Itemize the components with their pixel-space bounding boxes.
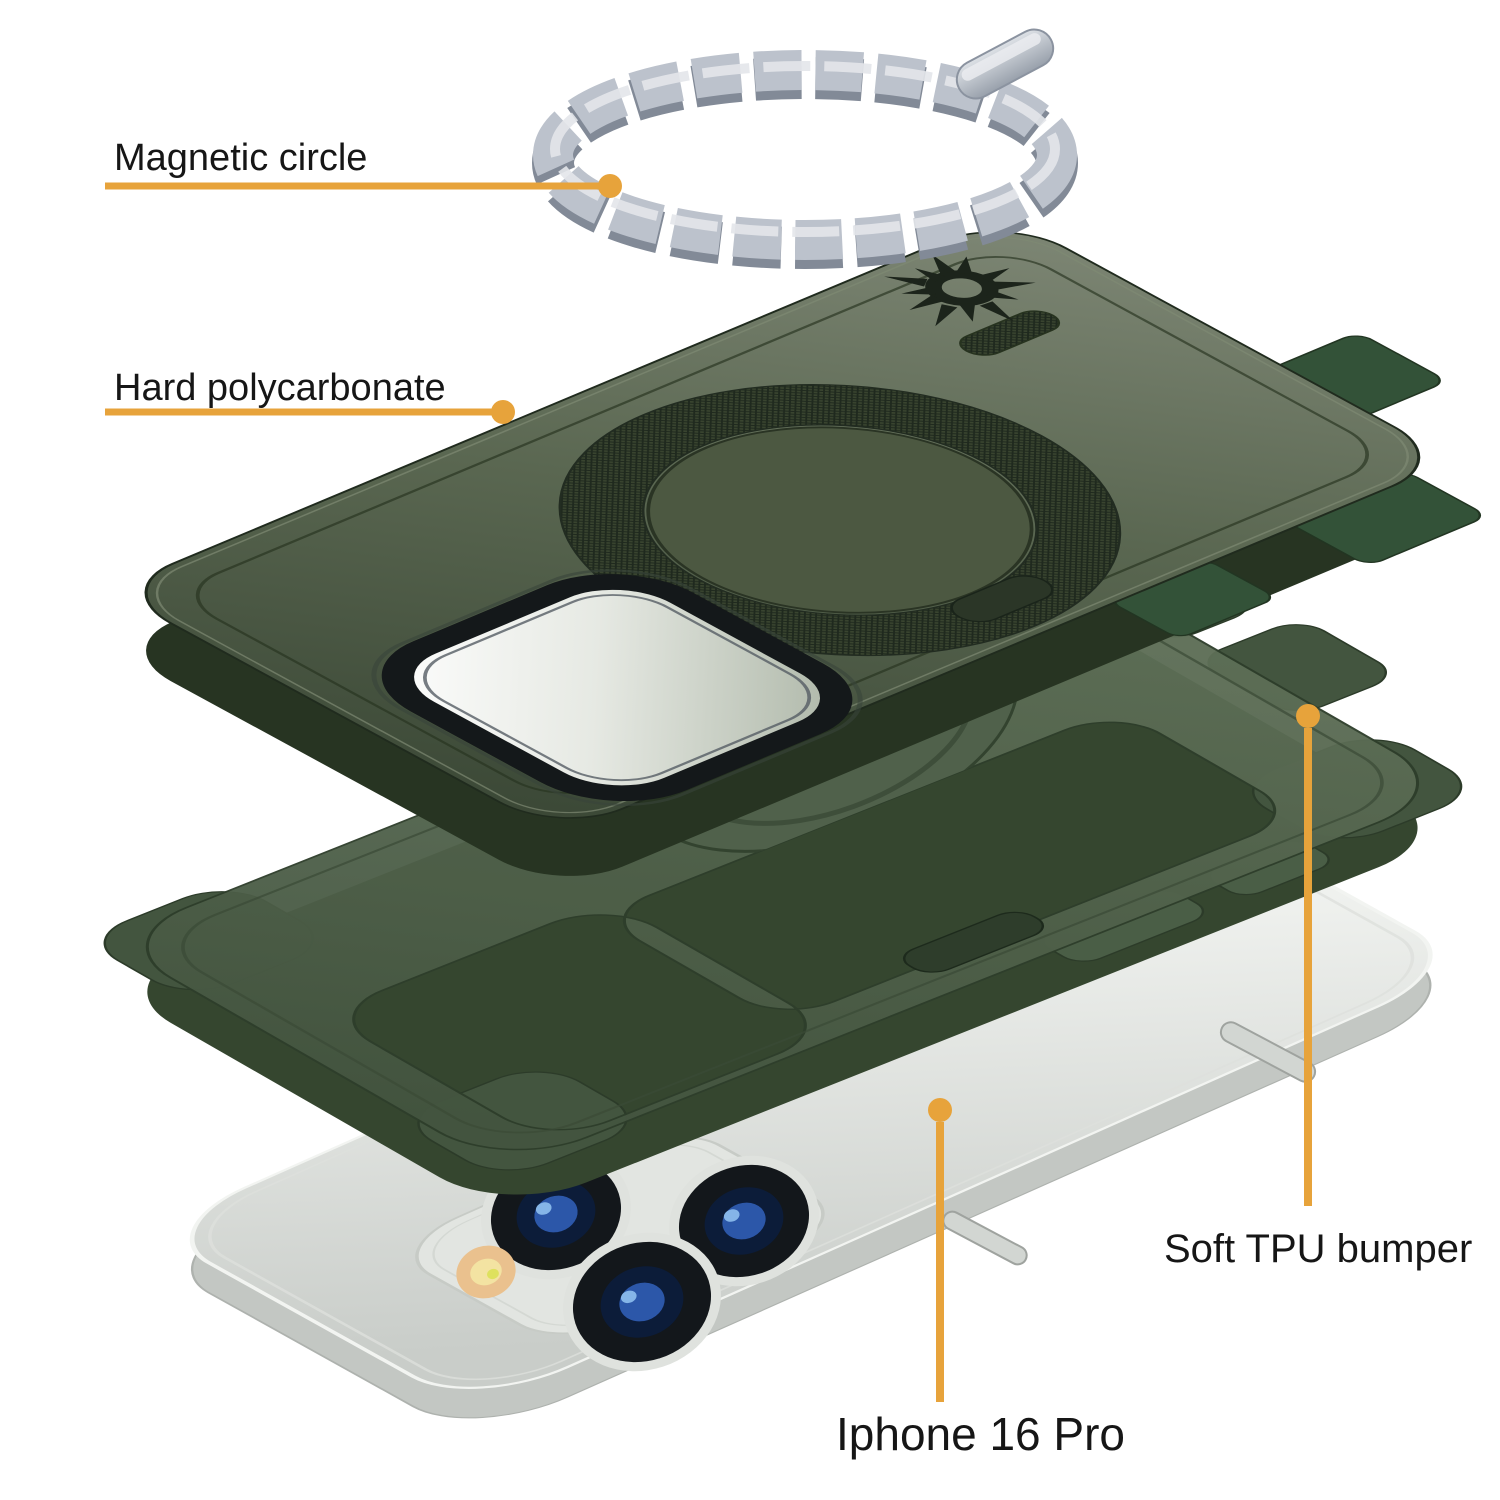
callout-magnetic-circle: Magnetic circle xyxy=(105,137,622,198)
magsafe-alignment-strip xyxy=(959,310,1061,356)
magnet-segments-highlight xyxy=(550,61,1060,237)
tpu-side-edge xyxy=(147,625,1418,1195)
tpu-side-slot xyxy=(902,911,1045,973)
shell-clips xyxy=(1113,335,1482,637)
hard-polycarbonate-label: Hard polycarbonate xyxy=(114,367,446,409)
side-button-volume xyxy=(942,1210,1028,1266)
shell-slot xyxy=(950,575,1054,623)
hard-shell-graphic xyxy=(144,231,1482,876)
iphone-16-pro-label: Iphone 16 Pro xyxy=(836,1408,1125,1460)
callout-dot xyxy=(1296,704,1320,728)
shell-rim-highlight xyxy=(155,236,1409,814)
callout-iphone-16-pro: Iphone 16 Pro xyxy=(836,1098,1125,1460)
callout-dot xyxy=(491,400,515,424)
camera-lens-telephoto xyxy=(563,1232,721,1372)
callout-dot xyxy=(928,1098,952,1122)
magsafe-crosshatch-ring xyxy=(558,383,1122,657)
callout-dot xyxy=(598,174,622,198)
iphone-graphic xyxy=(189,805,1433,1419)
soft-tpu-bumper-label: Soft TPU bumper xyxy=(1164,1227,1472,1271)
callout-soft-tpu-bumper: Soft TPU bumper xyxy=(1164,704,1472,1271)
camera-lens-wide xyxy=(669,1155,819,1287)
camera-flash xyxy=(456,1245,516,1299)
side-button-power xyxy=(1219,1021,1317,1083)
callout-hard-polycarbonate: Hard polycarbonate xyxy=(105,367,515,424)
magnetic-ring-graphic xyxy=(532,28,1078,269)
magnetic-circle-label: Magnetic circle xyxy=(114,137,367,179)
alignment-magnet-pill xyxy=(955,28,1055,100)
punk-sun-logo-icon xyxy=(882,253,1038,328)
camera-cutout-bezel xyxy=(371,569,863,806)
